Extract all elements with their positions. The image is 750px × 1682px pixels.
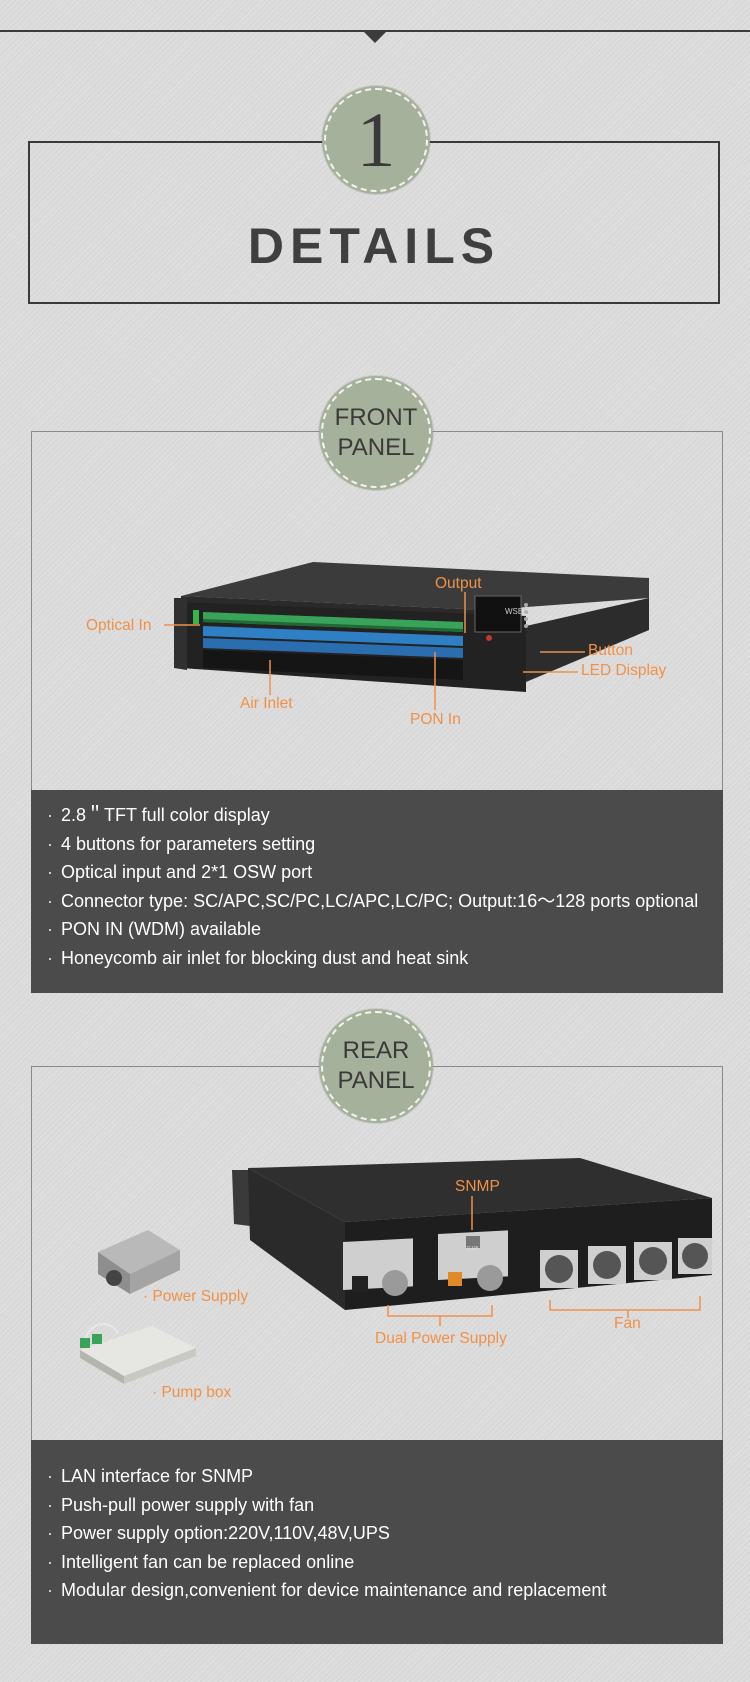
list-item: ·Connector type: SC/APC,SC/PC,LC/APC,LC/… — [47, 890, 699, 911]
rear-panel-badge — [321, 1011, 431, 1121]
callout-led-display: LED Display — [581, 662, 667, 679]
rj45-port-label: RJ45 — [467, 1246, 479, 1252]
rear-features-box — [31, 1440, 723, 1644]
list-item: ·Push-pull power supply with fan — [47, 1494, 315, 1515]
pump-box-image — [80, 1323, 196, 1384]
divider-notch — [363, 31, 387, 43]
badge-line: REAR — [342, 1037, 410, 1064]
front-panel-device-image — [174, 562, 649, 692]
list-item: ·Honeycomb air inlet for blocking dust a… — [47, 947, 469, 968]
front-features-box — [31, 790, 723, 993]
callout-power-supply: · Power Supply — [143, 1288, 249, 1305]
device-brand: WSEE — [505, 607, 529, 616]
front-feature-list: ·2.8＂TFT full color display ·4 buttons f… — [47, 801, 698, 972]
section-number: 1 — [356, 96, 396, 183]
rear-feature-list: ·LAN interface for SNMP ·Push-pull power… — [47, 1462, 606, 1605]
badge-line: FRONT — [334, 404, 418, 431]
front-panel-badge — [321, 378, 431, 488]
list-item: ·2.8＂TFT full color display — [47, 805, 270, 825]
list-item: ·Modular design,convenient for device ma… — [47, 1580, 607, 1600]
section-number-badge — [324, 88, 428, 192]
details-title: DETAILS — [247, 218, 501, 274]
callout-button: Button — [588, 642, 633, 659]
callout-dual-power-supply: Dual Power Supply — [375, 1330, 507, 1347]
callout-air-inlet: Air Inlet — [240, 695, 293, 712]
callout-fan: Fan — [614, 1315, 641, 1332]
list-item: ·Optical input and 2*1 OSW port — [47, 862, 313, 882]
rear-panel-label: REAR PANEL — [321, 1036, 431, 1096]
callout-pump-box: · Pump box — [152, 1384, 232, 1401]
rear-panel-device-image — [232, 1158, 712, 1310]
callout-optical-in: Optical In — [86, 617, 152, 634]
callout-output: Output — [435, 575, 482, 592]
badge-line: PANEL — [337, 1067, 415, 1094]
badge-line: PANEL — [337, 434, 415, 461]
list-item: ·4 buttons for parameters setting — [47, 833, 316, 854]
rear-callout-lines — [387, 1196, 701, 1326]
callout-pon-in: PON In — [410, 711, 461, 728]
callout-snmp: SNMP — [455, 1178, 500, 1195]
list-item: ·LAN interface for SNMP — [47, 1466, 254, 1486]
power-supply-image — [98, 1230, 180, 1294]
list-item: ·Intelligent fan can be replaced online — [47, 1551, 355, 1572]
front-panel-label: FRONT PANEL — [321, 403, 431, 463]
list-item: ·PON IN (WDM) available — [47, 919, 262, 939]
list-item: ·Power supply option:220V,110V,48V,UPS — [47, 1523, 390, 1543]
front-callout-lines — [164, 592, 585, 710]
